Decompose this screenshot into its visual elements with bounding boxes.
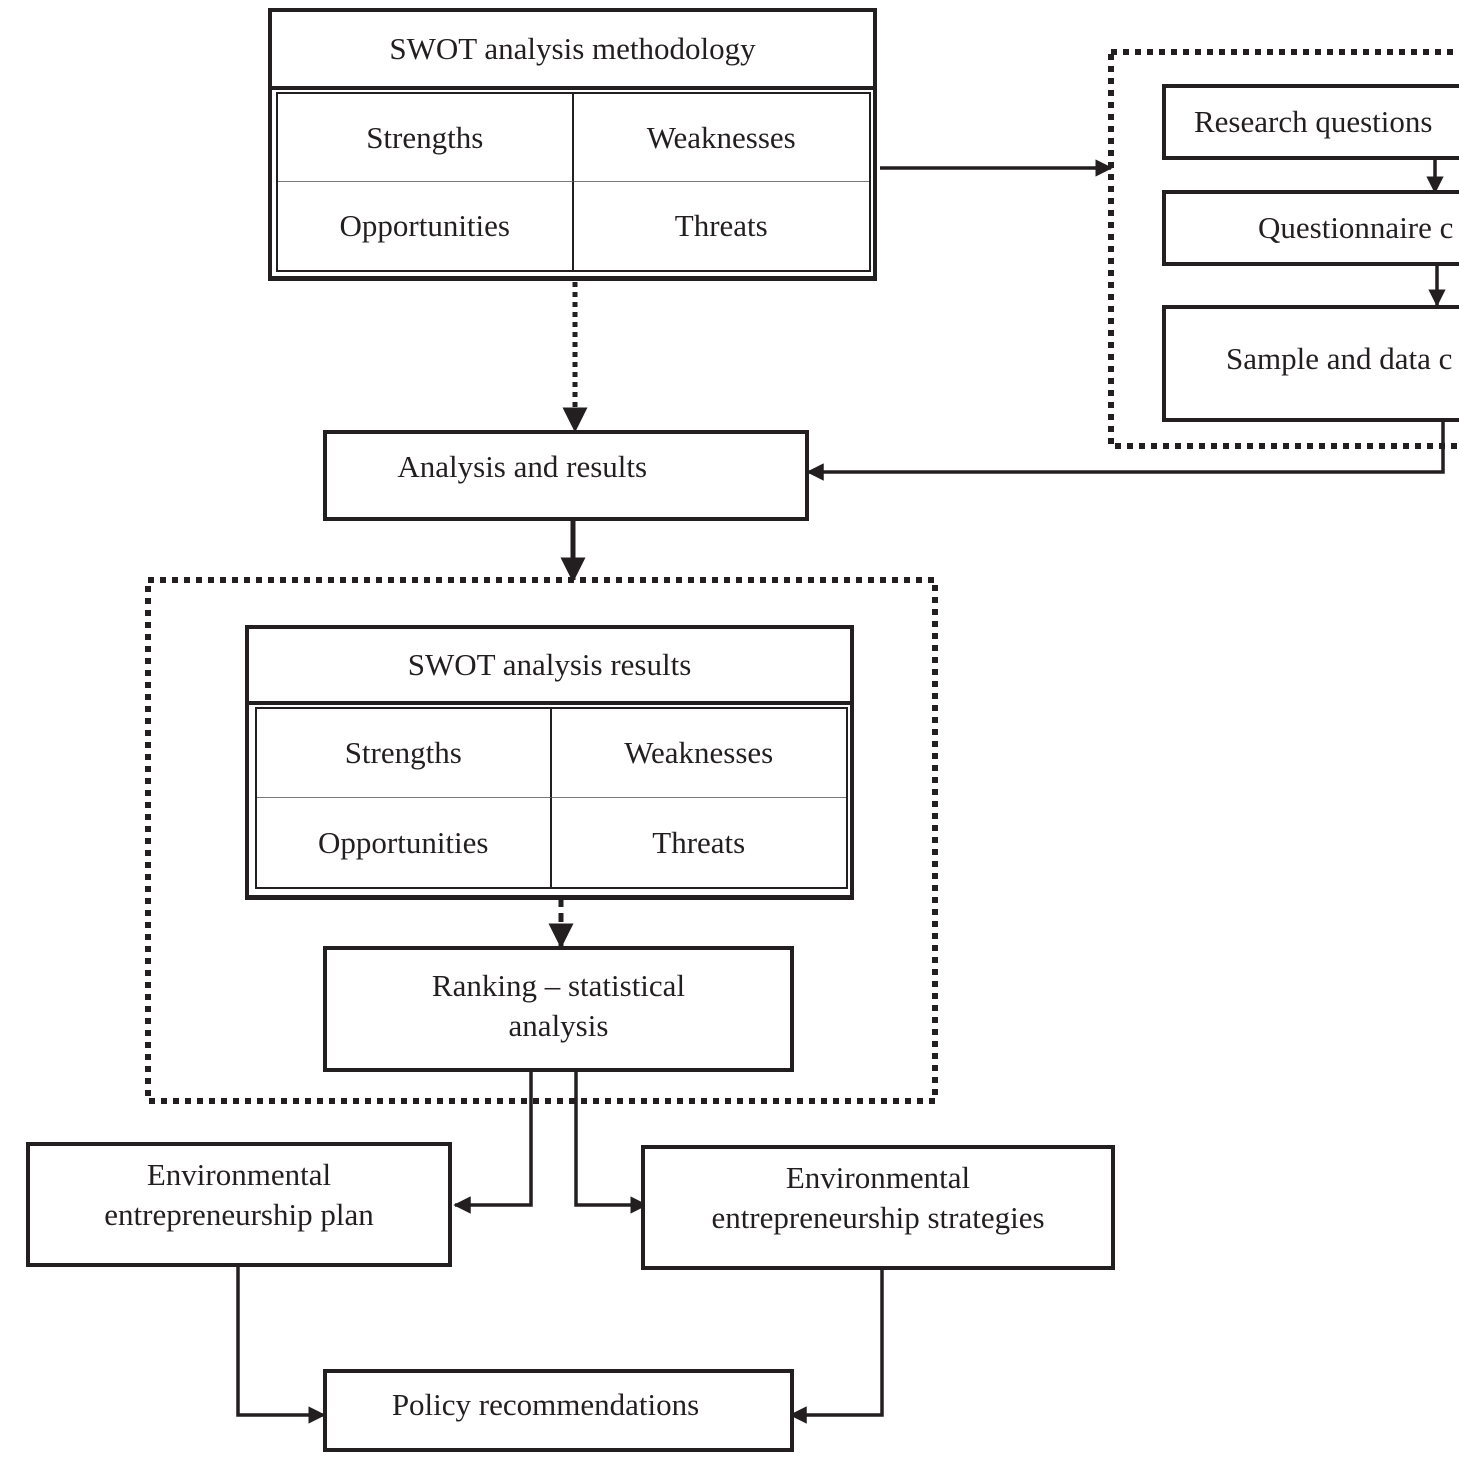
arrow-strategies-to-policy bbox=[789, 1270, 884, 1424]
sample-data-box: Sample and data c bbox=[1162, 305, 1459, 422]
swot-results-title: SWOT analysis results bbox=[249, 629, 850, 705]
swot-results-grid: Strengths Weaknesses Opportunities Threa… bbox=[255, 707, 848, 889]
arrow-ranking-to-strategies bbox=[574, 1071, 648, 1214]
questionnaire-label: Questionnaire c bbox=[1258, 210, 1454, 245]
ranking-line1: Ranking – statistical bbox=[431, 968, 686, 1003]
ranking-box: Ranking – statistical analysis bbox=[323, 946, 794, 1072]
methodology-threats: Threats bbox=[674, 208, 768, 243]
swot-methodology-grid: Strengths Weaknesses Opportunities Threa… bbox=[276, 92, 871, 272]
env-strategies-line2: entrepreneurship strategies bbox=[711, 1199, 1045, 1235]
analysis-results-box: Analysis and results bbox=[323, 430, 809, 521]
arrow-ranking-to-plan bbox=[453, 1071, 533, 1214]
swot-methodology-box: SWOT analysis methodology Strengths Weak… bbox=[268, 8, 877, 281]
env-plan-text: Environmental entrepreneurship plan bbox=[104, 1155, 373, 1235]
env-strategies-box: Environmental entrepreneurship strategie… bbox=[641, 1145, 1115, 1270]
env-strategies-text: Environmental entrepreneurship strategie… bbox=[711, 1158, 1044, 1238]
policy-box: Policy recommendations bbox=[323, 1369, 794, 1452]
results-threats: Threats bbox=[652, 824, 746, 860]
methodology-weaknesses: Weaknesses bbox=[573, 94, 869, 182]
env-plan-line2: entrepreneurship plan bbox=[104, 1196, 374, 1232]
swot-results-box: SWOT analysis results Strengths Weakness… bbox=[245, 625, 854, 900]
arrow-sample-to-analysis bbox=[806, 420, 1445, 481]
results-dotted-frame bbox=[145, 577, 938, 1104]
results-opportunities: Opportunities bbox=[257, 798, 552, 887]
arrow-plan-to-policy bbox=[236, 1265, 326, 1424]
env-strategies-line1: Environmental bbox=[785, 1159, 971, 1195]
ranking-text: Ranking – statistical analysis bbox=[432, 966, 685, 1046]
policy-label: Policy recommendations bbox=[391, 1386, 700, 1422]
research-process-dotted-frame bbox=[1108, 49, 1459, 449]
env-plan-box: Environmental entrepreneurship plan bbox=[26, 1142, 452, 1267]
analysis-results-label: Analysis and results bbox=[397, 448, 648, 484]
env-plan-line1: Environmental bbox=[146, 1156, 332, 1192]
methodology-opportunities: Opportunities bbox=[278, 182, 574, 270]
research-questions-label: Research questions bbox=[1194, 104, 1433, 139]
results-weaknesses: Weaknesses bbox=[551, 709, 846, 798]
research-questions-box: Research questions bbox=[1162, 84, 1459, 160]
methodology-strengths: Strengths bbox=[278, 94, 574, 182]
sample-data-label: Sample and data c bbox=[1226, 340, 1453, 376]
ranking-line2: analysis bbox=[508, 1008, 609, 1043]
swot-methodology-title: SWOT analysis methodology bbox=[272, 12, 873, 90]
questionnaire-box: Questionnaire c bbox=[1162, 190, 1459, 266]
results-strengths: Strengths bbox=[257, 709, 552, 798]
